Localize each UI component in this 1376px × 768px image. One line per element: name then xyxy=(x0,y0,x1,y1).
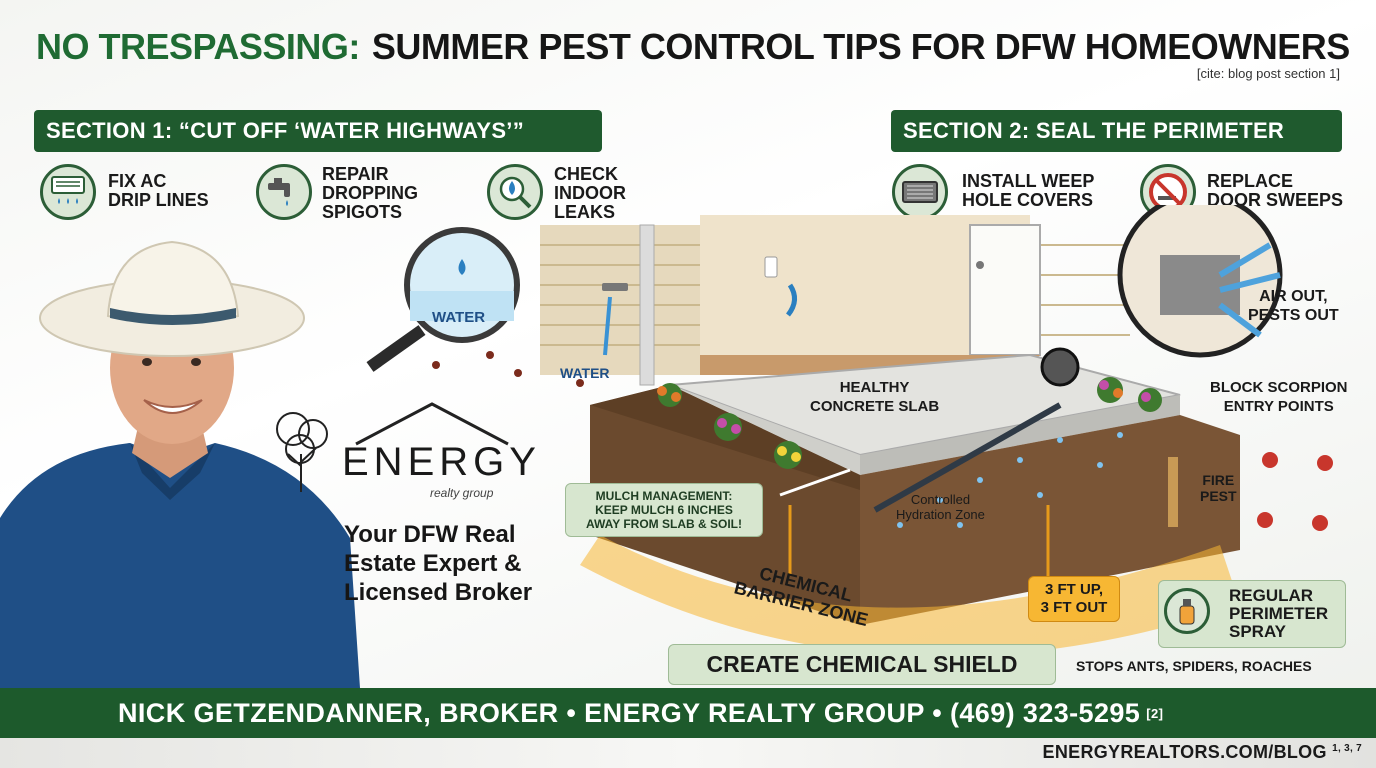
house-foundation-scene xyxy=(366,205,1333,657)
tip-weep-holes: INSTALL WEEP HOLE COVERS xyxy=(962,171,1095,210)
ac-unit-icon xyxy=(40,164,96,220)
agent-photo xyxy=(0,240,360,688)
block-scorpion-label: BLOCK SCORPION ENTRY POINTS xyxy=(1210,379,1348,415)
footer-text: NICK GETZENDANNER, BROKER • ENERGY REALT… xyxy=(118,697,1141,728)
blog-url: ENERGYREALTORS.COM/BLOG xyxy=(1042,742,1327,762)
tip-fix-ac: FIX AC DRIP LINES xyxy=(108,171,209,210)
title-cite: [cite: blog post section 1] xyxy=(1196,66,1340,81)
blog-link[interactable]: ENERGYREALTORS.COM/BLOG 1, 3, 7 xyxy=(1043,742,1362,763)
page-title: NO TRESPASSING: SUMMER PEST CONTROL TIPS … xyxy=(36,26,1350,68)
spray-bottle-icon xyxy=(1164,588,1210,634)
section-1-heading: SECTION 1: “CUT OFF ‘WATER HIGHWAYS’” xyxy=(34,110,602,152)
water-stream-label: WATER xyxy=(560,365,610,381)
fire-pest-label: FIRE PEST xyxy=(1200,472,1237,504)
footer-ref: [2] xyxy=(1146,705,1164,721)
section-2-heading: SECTION 2: SEAL THE PERIMETER xyxy=(891,110,1342,152)
tip-check-leaks: CHECK INDOOR LEAKS xyxy=(554,164,626,222)
title-highlight: NO TRESPASSING: xyxy=(36,26,360,67)
magnifier-drop-icon xyxy=(487,164,543,220)
faucet-icon xyxy=(256,164,312,220)
blog-refs: 1, 3, 7 xyxy=(1332,743,1362,754)
slab-label: HEALTHY CONCRETE SLAB xyxy=(810,379,940,415)
three-ft-callout: 3 FT UP, 3 FT OUT xyxy=(1028,576,1120,622)
stops-pests-label: STOPS ANTS, SPIDERS, ROACHES xyxy=(1076,658,1312,674)
house-roof-icon xyxy=(355,402,509,446)
tip-door-sweeps: REPLACE DOOR SWEEPS xyxy=(1207,171,1344,210)
mulch-callout: MULCH MANAGEMENT: KEEP MULCH 6 INCHES AW… xyxy=(565,483,763,537)
footer-bar: NICK GETZENDANNER, BROKER • ENERGY REALT… xyxy=(0,688,1376,738)
hydration-label: Controlled Hydration Zone xyxy=(896,492,985,522)
bottom-strip xyxy=(0,738,1376,768)
water-lens-label: WATER xyxy=(432,309,486,326)
tree-logo-icon xyxy=(276,412,328,492)
brand-tagline: Your DFW Real Estate Expert & Licensed B… xyxy=(344,521,533,606)
chemical-shield-callout: CREATE CHEMICAL SHIELD xyxy=(668,644,1056,685)
air-out-label: AIR OUT, PESTS OUT xyxy=(1248,288,1339,324)
weep-cover-icon xyxy=(892,164,948,220)
brand-name: ENERGY xyxy=(342,440,541,484)
title-main: SUMMER PEST CONTROL TIPS FOR DFW HOMEOWN… xyxy=(371,26,1350,67)
brand-sub: realty group xyxy=(430,486,494,500)
tip-repair-spigots: REPAIR DROPPING SPIGOTS xyxy=(322,164,419,222)
